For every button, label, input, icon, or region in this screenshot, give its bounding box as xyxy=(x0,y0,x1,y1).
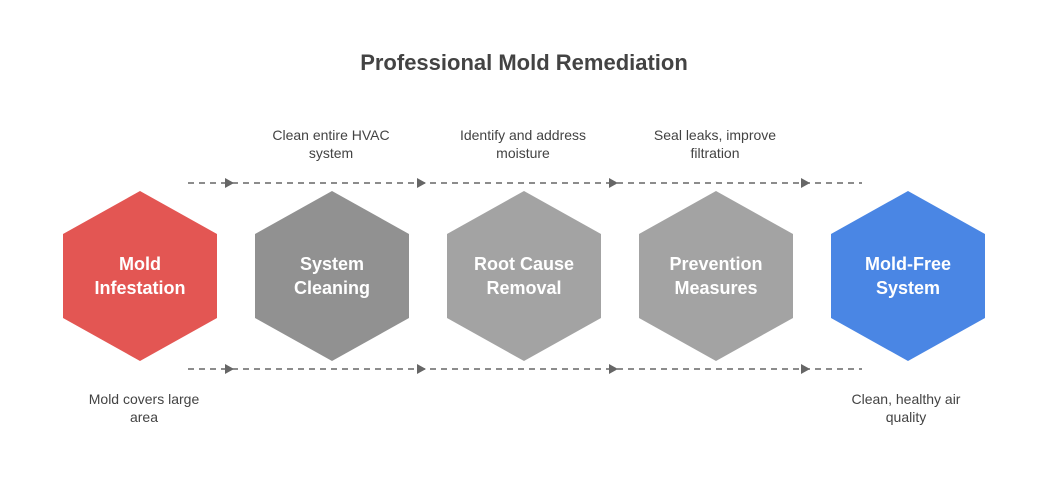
stage-label-mold-infestation: Mold Infestation xyxy=(70,252,210,300)
stage-label-prevention-measures: Prevention Measures xyxy=(646,252,786,300)
description-line1: Seal leaks, improve xyxy=(653,127,777,143)
description-line1: Mold covers large xyxy=(88,391,200,407)
stage-label-root-cause-removal: Root Cause Removal xyxy=(454,252,594,300)
hexagon-mold-free-system xyxy=(831,191,985,361)
stage-label-line2: Infestation xyxy=(94,278,186,298)
arrowhead-icon xyxy=(225,364,234,374)
stage-label-line1: Prevention xyxy=(669,254,763,274)
hexagon-mold-infestation xyxy=(63,191,217,361)
stage-label-line1: System xyxy=(299,254,365,274)
diagram-title: Professional Mold Remediation xyxy=(360,50,688,75)
stage-label-mold-free-system: Mold-Free System xyxy=(838,252,978,300)
description-prevention-measures: Seal leaks, improve filtration xyxy=(620,126,810,162)
description-line1: Identify and address xyxy=(459,127,587,143)
description-root-cause-removal: Identify and address moisture xyxy=(428,126,618,162)
arrowhead-icon xyxy=(417,178,426,188)
arrowhead-icon xyxy=(417,364,426,374)
stage-label-line2: System xyxy=(875,278,941,298)
arrowhead-icon xyxy=(609,364,618,374)
description-line1: Clean entire HVAC xyxy=(272,127,390,143)
description-mold-infestation: Mold covers large area xyxy=(49,390,239,426)
stage-label-line2: Measures xyxy=(674,278,758,298)
description-mold-free-system: Clean, healthy air quality xyxy=(811,390,1001,426)
description-line2: filtration xyxy=(690,145,740,161)
arrowhead-icon xyxy=(225,178,234,188)
connectors xyxy=(188,178,862,374)
stage-label-line2: Cleaning xyxy=(293,278,370,298)
description-system-cleaning: Clean entire HVAC system xyxy=(236,126,426,162)
arrowhead-icon xyxy=(801,364,810,374)
description-line2: area xyxy=(129,409,159,425)
stage-label-line1: Mold-Free xyxy=(864,254,951,274)
stage-label-line1: Root Cause xyxy=(473,254,574,274)
hexagon-root-cause-removal xyxy=(447,191,601,361)
description-line2: moisture xyxy=(496,145,550,161)
stage-label-system-cleaning: System Cleaning xyxy=(262,252,402,300)
stage-label-line2: Removal xyxy=(486,278,562,298)
description-line2: quality xyxy=(885,409,927,425)
hexagon-system-cleaning xyxy=(255,191,409,361)
arrowhead-icon xyxy=(609,178,618,188)
hexagon-prevention-measures xyxy=(639,191,793,361)
description-line2: system xyxy=(308,145,354,161)
arrowhead-icon xyxy=(801,178,810,188)
stage-label-line1: Mold xyxy=(119,254,161,274)
description-line1: Clean, healthy air xyxy=(851,391,961,407)
stage-hexagons xyxy=(63,191,985,361)
